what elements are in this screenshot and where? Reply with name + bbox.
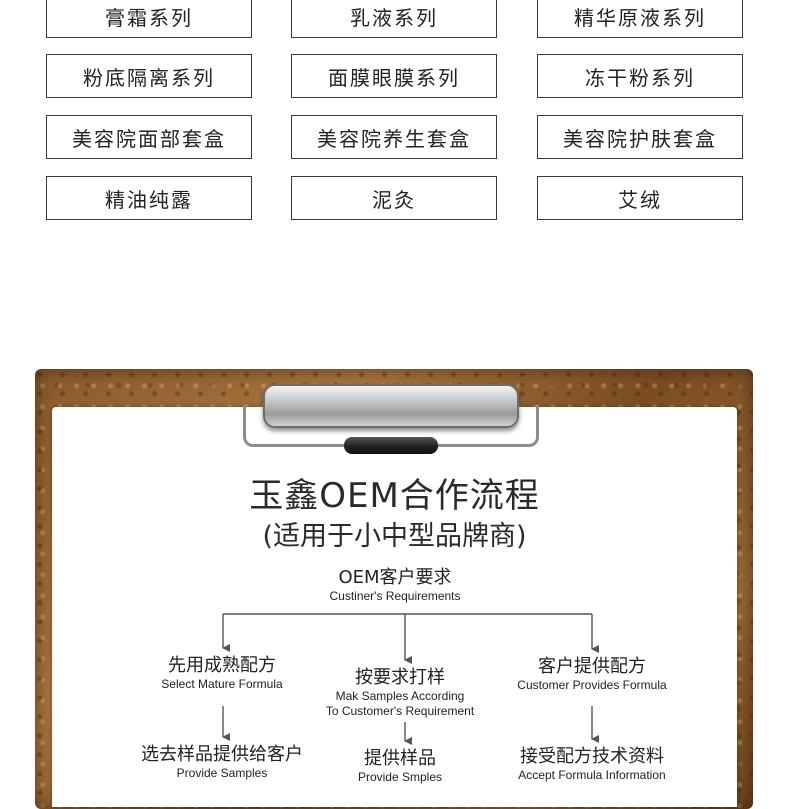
flow-node-mature-formula: 先用成熟配方 Select Mature Formula <box>122 655 322 692</box>
series-button-salon-skincare-kit[interactable]: 美容院护肤套盒 <box>537 115 743 159</box>
flow-node-cn: 客户提供配方 <box>538 656 646 677</box>
flow-node-en: Accept Formula Information <box>518 768 666 782</box>
flow-node-provide-samples-a: 选去样品提供给客户 Provide Samples <box>122 744 322 781</box>
flow-node-provide-samples-b: 提供样品 Provide Smples <box>300 748 500 785</box>
flow-node-en: Mak Samples According <box>335 689 465 703</box>
flow-node-en: Customer Provides Formula <box>517 678 667 692</box>
series-button-freeze-dried[interactable]: 冻干粉系列 <box>537 54 743 98</box>
series-button-cream[interactable]: 膏霜系列 <box>46 0 252 38</box>
flow-node-accept-formula: 接受配方技术资料 Accept Formula Information <box>492 746 692 783</box>
series-button-mud-moxibustion[interactable]: 泥灸 <box>291 176 497 220</box>
clip-knob <box>344 437 438 454</box>
flow-node-cn: 先用成熟配方 <box>168 655 276 676</box>
flow-node-en: To Customer's Requirement <box>325 704 475 718</box>
flow-node-requirements: OEM客户要求 Custiner's Requirements <box>245 567 545 604</box>
flow-node-customer-formula: 客户提供配方 Customer Provides Formula <box>492 656 692 693</box>
series-button-salon-facial-kit[interactable]: 美容院面部套盒 <box>46 115 252 159</box>
flow-node-cn: 按要求打样 <box>355 667 445 688</box>
series-button-essential-oil[interactable]: 精油纯露 <box>46 176 252 220</box>
flow-node-make-samples: 按要求打样 Mak Samples According To Customer'… <box>300 667 500 719</box>
series-button-foundation[interactable]: 粉底隔离系列 <box>46 54 252 98</box>
flow-node-cn: 选去样品提供给客户 <box>141 744 303 765</box>
process-title: 玉鑫OEM合作流程 <box>249 476 540 516</box>
flow-node-en: Select Mature Formula <box>161 677 283 691</box>
series-button-lotion[interactable]: 乳液系列 <box>291 0 497 38</box>
series-button-essence[interactable]: 精华原液系列 <box>537 0 743 38</box>
flow-node-en: Provide Samples <box>176 766 268 780</box>
process-subtitle: (适用于小中型品牌商) <box>262 521 527 552</box>
series-button-moxa-wool[interactable]: 艾绒 <box>537 176 743 220</box>
clip-bar <box>263 384 519 428</box>
product-series-grid: 膏霜系列 乳液系列 精华原液系列 粉底隔离系列 面膜眼膜系列 冻干粉系列 美容院… <box>0 0 790 230</box>
series-button-salon-wellness-kit[interactable]: 美容院养生套盒 <box>291 115 497 159</box>
series-button-mask[interactable]: 面膜眼膜系列 <box>291 54 497 98</box>
clipboard-paper <box>52 407 737 807</box>
flow-node-cn: 接受配方技术资料 <box>520 746 664 767</box>
flow-node-cn: 提供样品 <box>364 748 436 769</box>
flow-node-cn: OEM客户要求 <box>338 567 452 588</box>
flow-node-en: Custiner's Requirements <box>329 589 461 603</box>
